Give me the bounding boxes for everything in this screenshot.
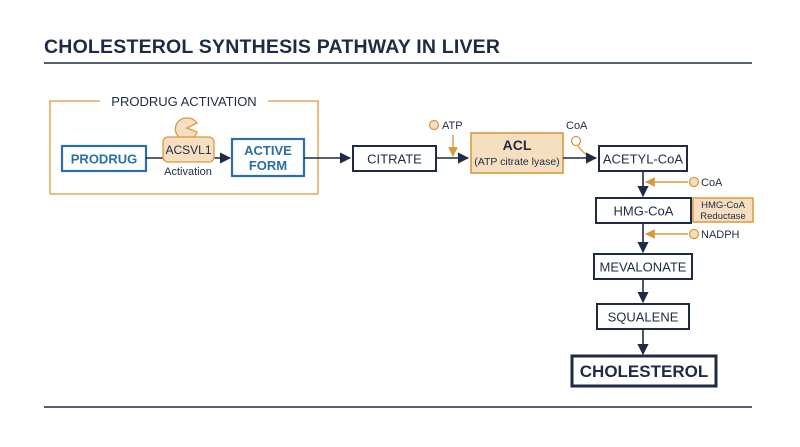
citrate-label: CITRATE: [367, 152, 422, 167]
hmg-reductase-node: HMG-CoA Reductase: [692, 197, 754, 223]
cholesterol-label: CHOLESTEROL: [580, 362, 708, 381]
atp-marker-icon: [428, 119, 440, 131]
cholesterol-node: CHOLESTEROL: [570, 354, 718, 388]
prodrug-activation-group: PRODRUG ACTIVATION: [49, 94, 319, 195]
coa-released: CoA: [566, 120, 590, 157]
active-form-node: ACTIVE FORM: [230, 137, 306, 178]
acetyl-coa-node: ACETYL-CoA: [598, 145, 688, 172]
hmg-coa-label: HMG-CoA: [614, 204, 674, 219]
acl-full-label: (ATP citrate lyase): [474, 156, 559, 168]
squalene-node: SQUALENE: [596, 303, 690, 330]
arrow-coa-out: [577, 145, 590, 157]
squalene-label: SQUALENE: [608, 310, 679, 325]
prodrug-node: PRODRUG: [60, 144, 148, 173]
acl-enzyme-node: ACL (ATP citrate lyase): [470, 132, 564, 174]
page-title: CHOLESTEROL SYNTHESIS PATHWAY IN LIVER: [44, 36, 501, 58]
coa-in-label: CoA: [701, 177, 723, 189]
group-label: PRODRUG ACTIVATION: [111, 94, 256, 109]
hmg-reductase-label-line2: Reductase: [700, 211, 745, 222]
activation-label: Activation: [164, 166, 212, 178]
acl-label: ACL: [503, 137, 532, 153]
nadph-cofactor: NADPH: [645, 228, 740, 241]
enzyme-acsvl1-label: ACSVL1: [165, 143, 211, 157]
hmg-reductase-label-line1: HMG-CoA: [701, 200, 745, 211]
coa-in-marker-icon: [688, 176, 700, 188]
mevalonate-label: MEVALONATE: [600, 260, 687, 275]
nadph-marker-icon: [688, 228, 700, 240]
nadph-label: NADPH: [701, 229, 740, 241]
prodrug-label: PRODRUG: [71, 152, 137, 167]
acetyl-coa-label: ACETYL-CoA: [603, 152, 684, 167]
coa-out-label: CoA: [566, 120, 588, 132]
hmg-coa-node: HMG-CoA: [595, 197, 692, 224]
coa-input: CoA: [645, 176, 723, 189]
citrate-node: CITRATE: [352, 145, 437, 172]
active-form-label-line1: ACTIVE: [244, 143, 292, 158]
atp-cofactor: ATP: [428, 119, 463, 157]
atp-label: ATP: [442, 120, 463, 132]
enzyme-acsvl1: ACSVL1: [162, 117, 215, 163]
coa-out-marker-icon: [570, 135, 582, 147]
mevalonate-node: MEVALONATE: [593, 253, 693, 280]
active-form-label-line2: FORM: [249, 158, 287, 173]
